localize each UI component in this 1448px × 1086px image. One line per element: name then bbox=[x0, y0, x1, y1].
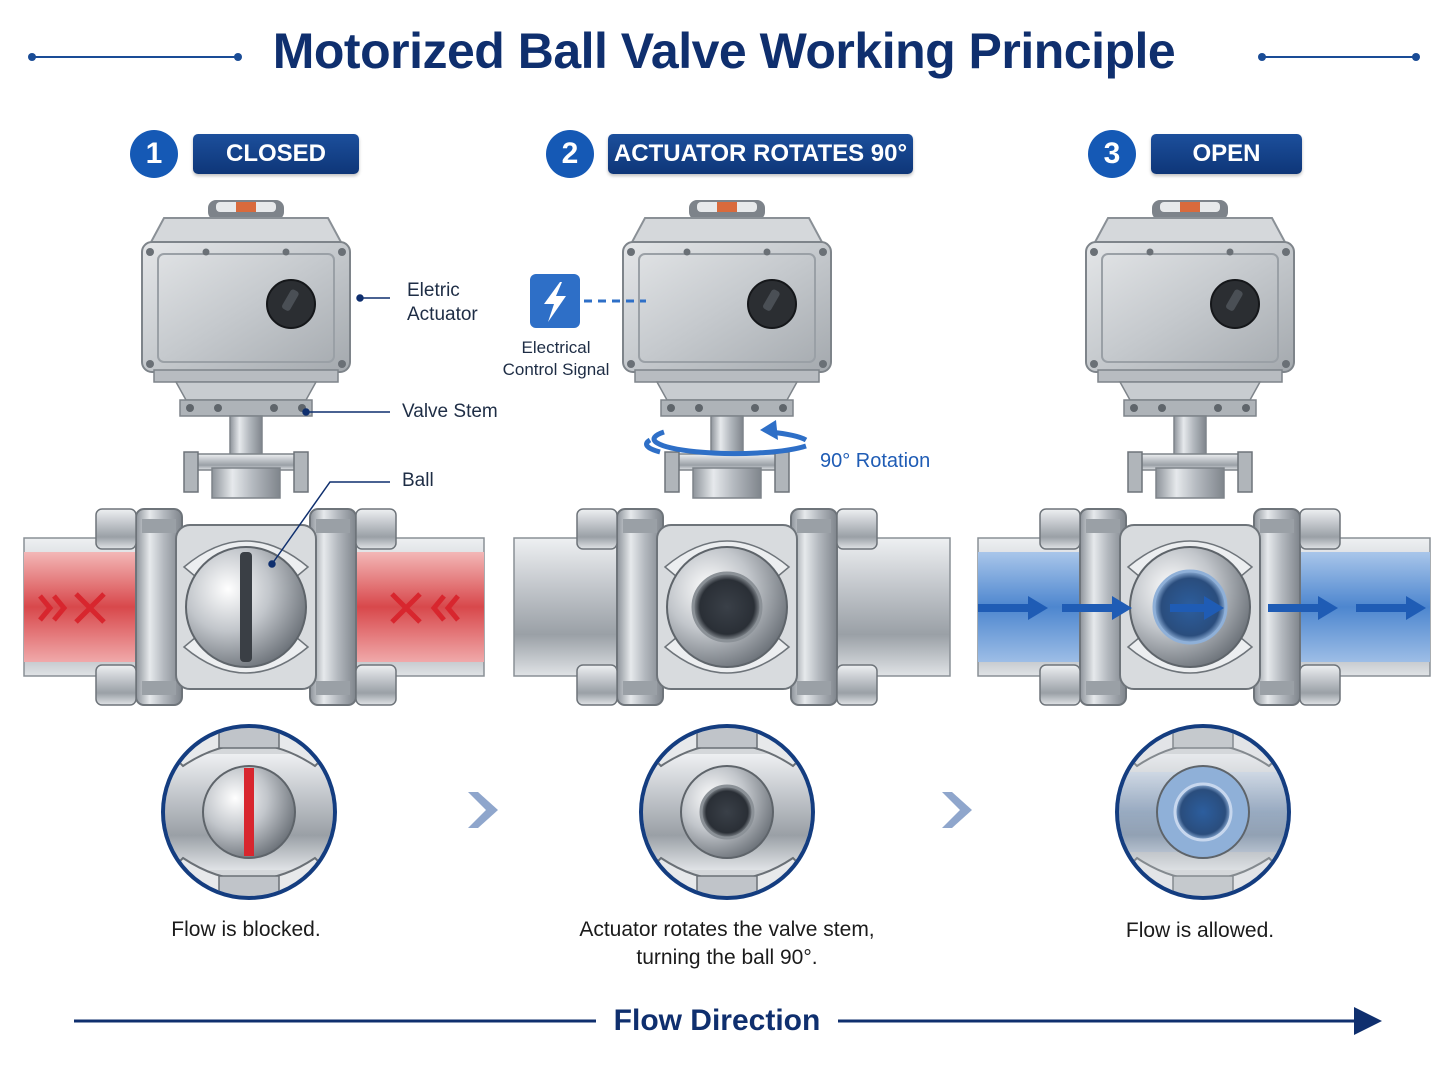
detail-open bbox=[1115, 724, 1291, 900]
detail-rotating bbox=[639, 724, 815, 900]
step-3-number: 3 bbox=[1088, 130, 1136, 178]
callout-stem: Valve Stem bbox=[402, 401, 498, 422]
flow-direction-label: Flow Direction bbox=[613, 1004, 821, 1037]
flow-arrows-icon bbox=[978, 596, 1426, 620]
step-3-label: OPEN bbox=[1151, 134, 1302, 174]
callout-ball: Ball bbox=[402, 470, 434, 491]
blocked-flow-left-icon bbox=[38, 592, 106, 624]
callout-stem-line bbox=[302, 408, 390, 416]
blocked-flow-right-icon bbox=[390, 592, 460, 624]
panel-rotating bbox=[513, 199, 951, 706]
callout-actuator-line2: Actuator bbox=[407, 304, 478, 325]
panel-closed bbox=[23, 199, 485, 706]
chevron-right-icon bbox=[942, 792, 972, 828]
panel-open bbox=[977, 199, 1431, 706]
step-1-number: 1 bbox=[130, 130, 178, 178]
callout-signal-line1: Electrical bbox=[521, 338, 591, 357]
caption-open: Flow is allowed. bbox=[1125, 919, 1275, 942]
callout-signal-line2: Control Signal bbox=[502, 360, 610, 379]
title-rule-right bbox=[1258, 53, 1420, 61]
caption-rotating: Actuator rotates the valve stem, turning… bbox=[560, 916, 894, 972]
callout-actuator-line1: Eletric bbox=[407, 280, 460, 301]
callout-rotation: 90° Rotation bbox=[820, 450, 931, 472]
caption-rotating-line2: turning the ball 90°. bbox=[636, 946, 818, 969]
callout-ball-line bbox=[268, 481, 390, 568]
callout-actuator-line bbox=[356, 294, 390, 302]
arrow-right-icon bbox=[74, 1007, 1382, 1035]
callout-signal: Electrical Control Signal bbox=[496, 337, 616, 381]
caption-rotating-line1: Actuator rotates the valve stem, bbox=[579, 918, 875, 941]
step-2-number: 2 bbox=[546, 130, 594, 178]
caption-closed: Flow is blocked. bbox=[171, 918, 321, 941]
callout-actuator: Eletric Actuator bbox=[407, 279, 478, 327]
page-title: Motorized Ball Valve Working Principle bbox=[272, 23, 1176, 79]
detail-closed bbox=[161, 724, 337, 900]
lightning-icon bbox=[530, 274, 580, 328]
title-rule-left bbox=[28, 53, 242, 61]
step-2-label: ACTUATOR ROTATES 90° bbox=[608, 134, 913, 174]
step-1-label: CLOSED bbox=[193, 134, 359, 174]
chevron-right-icon bbox=[468, 792, 498, 828]
